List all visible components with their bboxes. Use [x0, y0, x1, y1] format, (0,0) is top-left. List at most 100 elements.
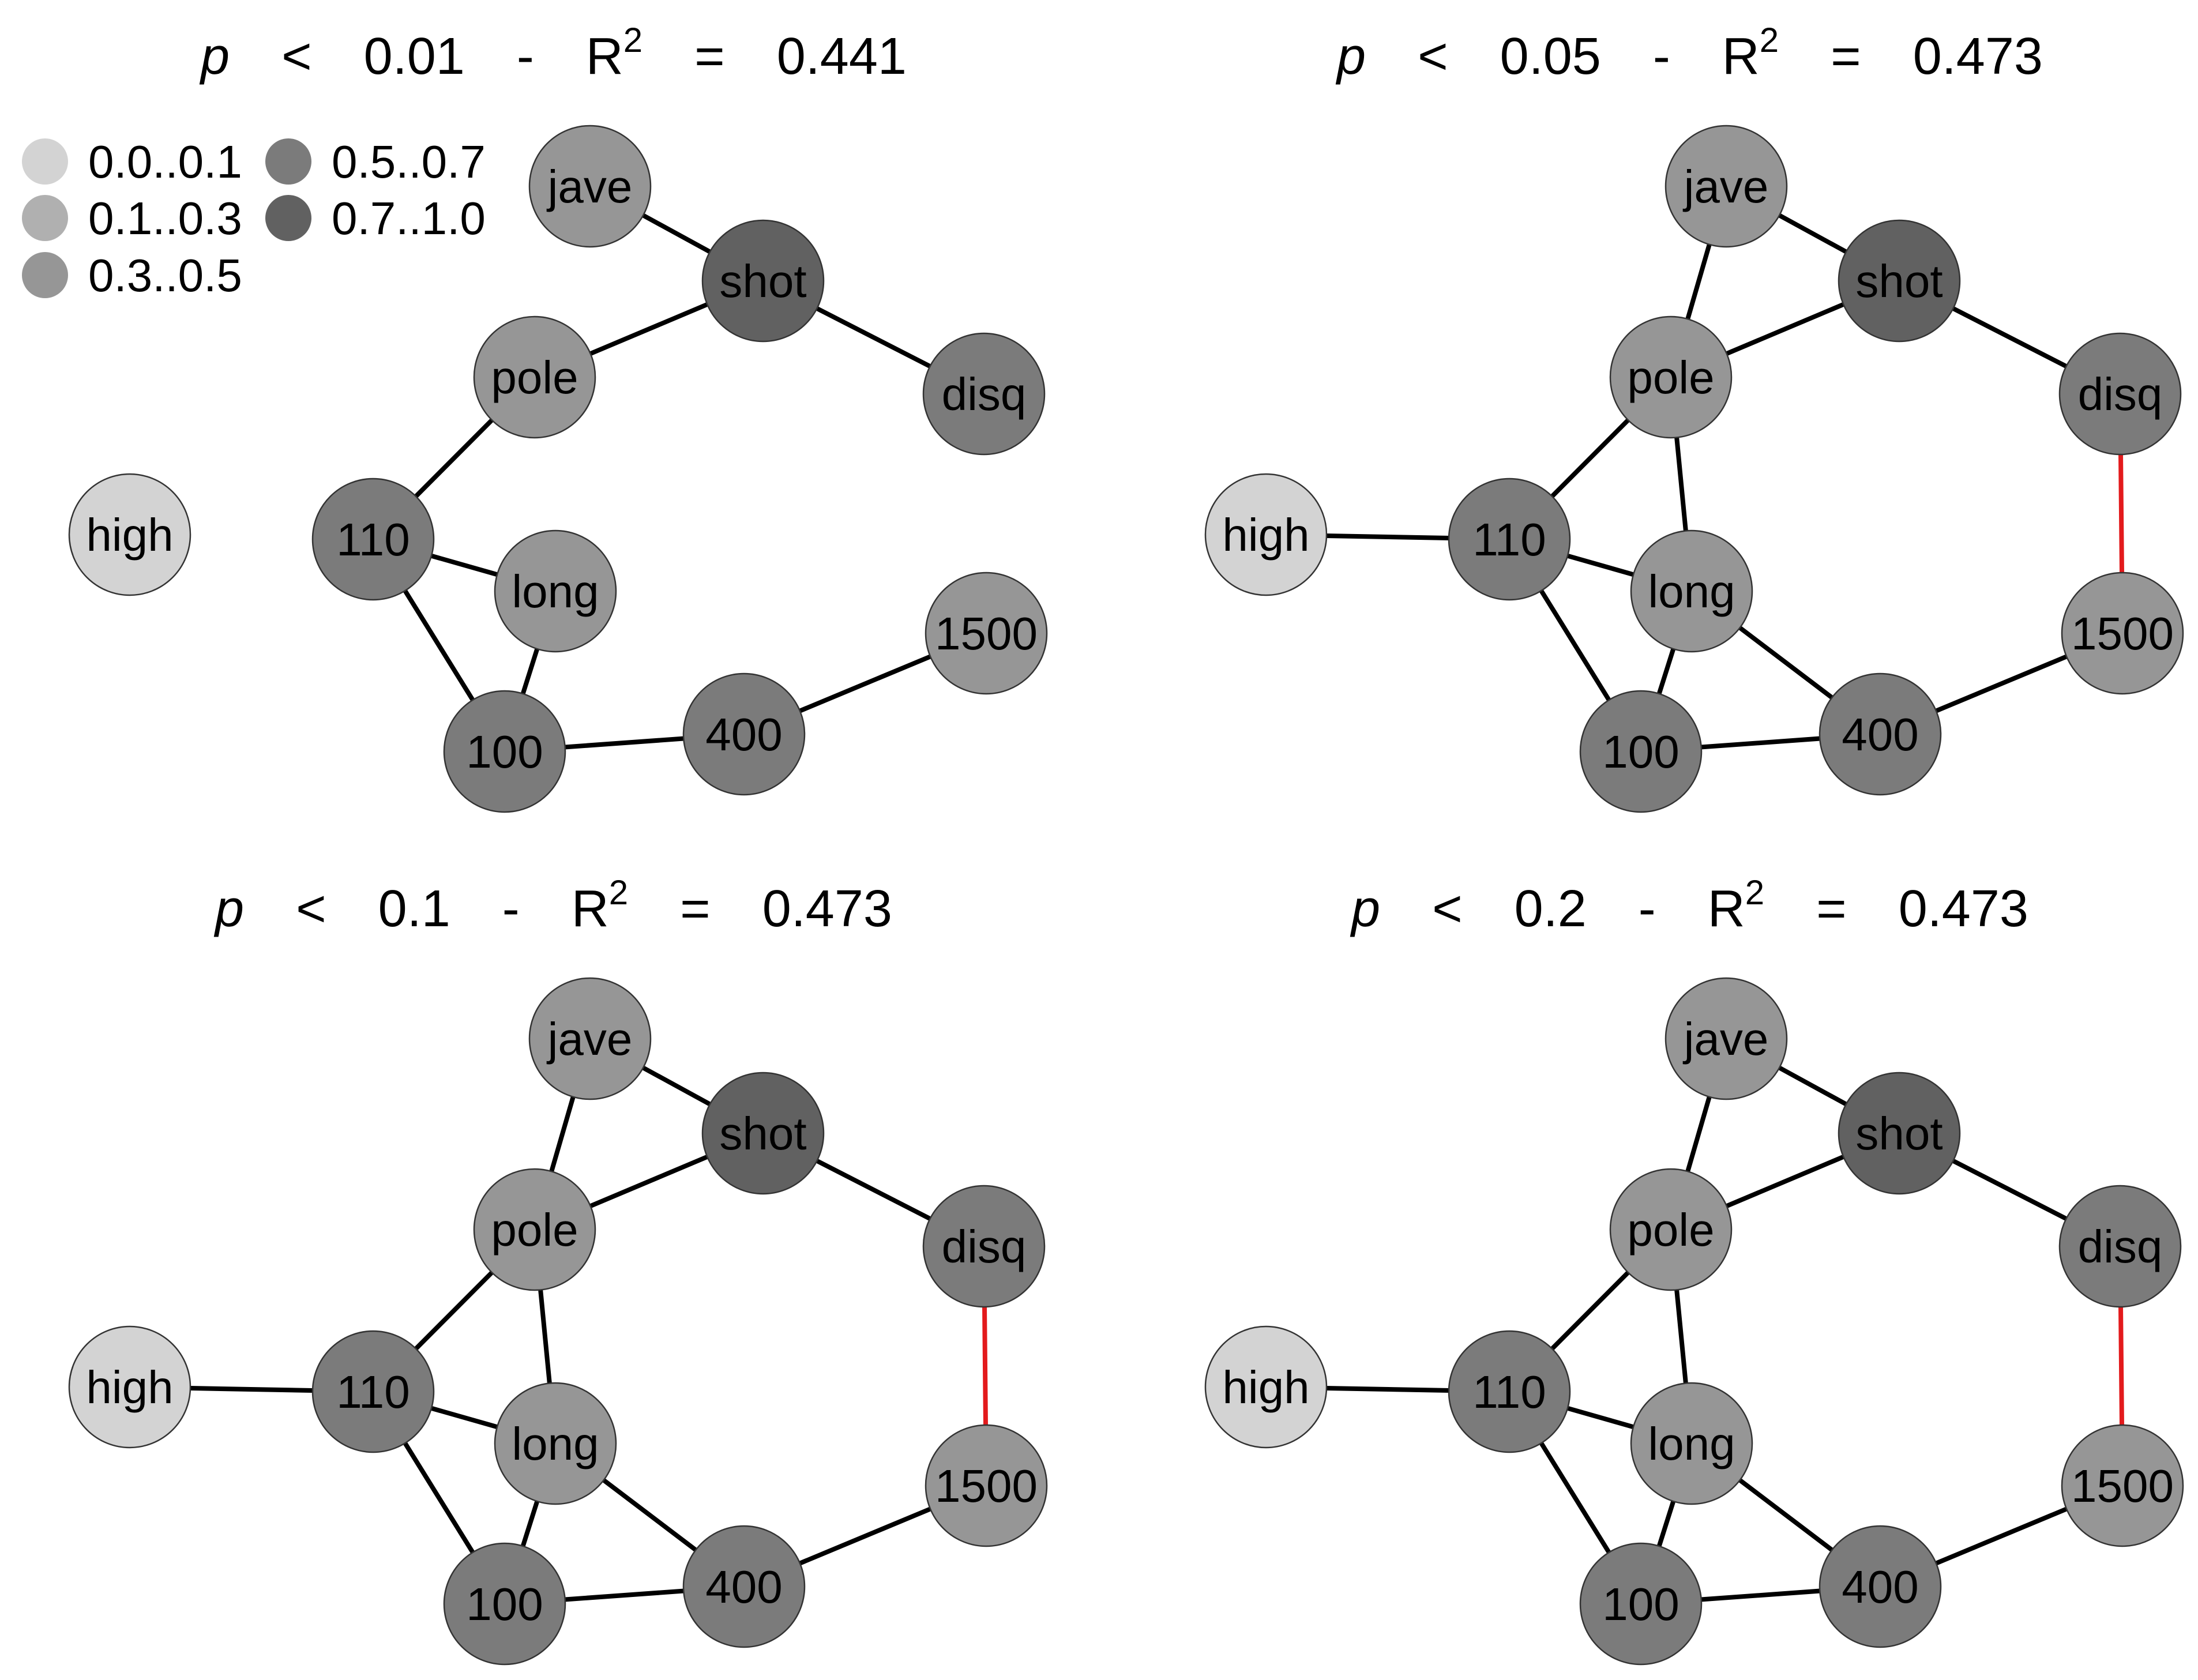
node-disq: disq: [2058, 332, 2182, 456]
title-r-symbol: R: [520, 880, 609, 938]
node-label: pole: [1627, 1204, 1714, 1256]
legend-label: 0.5..0.7: [332, 136, 486, 187]
title-separator: -: [1587, 880, 1656, 938]
node-pole: pole: [473, 315, 596, 439]
node-110: 110: [311, 1330, 435, 1453]
title-equals: =: [628, 880, 711, 938]
node-shot: shot: [1838, 219, 1961, 343]
node-label: high: [86, 1362, 173, 1413]
legend-label: 0.1..0.3: [88, 193, 242, 244]
node-label: jave: [1683, 1013, 1769, 1065]
node-circle: [701, 219, 825, 343]
node-circle: [922, 332, 1046, 456]
title-equals: =: [1779, 28, 1861, 85]
node-label: 1500: [2071, 1460, 2174, 1512]
node-label: disq: [942, 369, 1027, 420]
node-label: 100: [466, 1578, 543, 1630]
node-1500: 1500: [925, 572, 1048, 695]
network-panel: p < 0.2 - R2 = 0.473javeshotdisqpolehigh…: [1204, 873, 2184, 1666]
node-label: shot: [719, 1108, 806, 1159]
node-jave: jave: [1665, 977, 1788, 1100]
title-r2-value: 0.473: [1861, 28, 2043, 85]
node-label: pole: [1627, 352, 1714, 403]
node-110: 110: [1448, 478, 1571, 601]
node-circle: [1609, 1168, 1733, 1291]
node-long: long: [1630, 1382, 1753, 1505]
node-circle: [1579, 690, 1703, 813]
node-pole: pole: [473, 1168, 596, 1291]
panel-title: p < 0.05 - R2 = 0.473: [1335, 21, 2043, 85]
node-1500: 1500: [925, 1424, 1048, 1547]
node-100: 100: [443, 1542, 566, 1666]
node-high: high: [68, 473, 191, 596]
node-400: 400: [1818, 1525, 1942, 1648]
node-shot: shot: [701, 219, 825, 343]
panels: p < 0.01 - R2 = 0.441javeshotdisqpolehig…: [68, 21, 2184, 1666]
node-circle: [68, 473, 191, 596]
node-label: shot: [1855, 1108, 1942, 1159]
node-circle: [922, 1185, 1046, 1308]
node-circle: [494, 1382, 617, 1505]
node-label: high: [1222, 509, 1309, 561]
legend-item: 0.5..0.7: [265, 136, 486, 187]
legend-item: 0.7..1.0: [265, 193, 486, 244]
legend-item: 0.3..0.5: [22, 250, 242, 301]
node-label: high: [1222, 1362, 1309, 1413]
node-jave: jave: [528, 125, 652, 248]
node-100: 100: [443, 690, 566, 813]
title-p-symbol: p: [1335, 28, 1366, 85]
node-circle: [1838, 1072, 1961, 1195]
node-disq: disq: [922, 1185, 1046, 1308]
node-circle: [925, 572, 1048, 695]
node-label: long: [512, 1418, 599, 1469]
node-long: long: [494, 1382, 617, 1505]
node-label: jave: [547, 1013, 633, 1065]
node-circle: [925, 1424, 1048, 1547]
network-panel: p < 0.01 - R2 = 0.441javeshotdisqpolehig…: [68, 21, 1048, 813]
node-label: 400: [1842, 1561, 1918, 1613]
node-label: high: [86, 509, 173, 561]
title-p-symbol: p: [1350, 880, 1380, 938]
node-label: 1500: [2071, 608, 2174, 659]
node-label: 1500: [935, 608, 1038, 659]
node-circle: [528, 125, 652, 248]
node-label: 110: [336, 514, 410, 565]
node-100: 100: [1579, 1542, 1703, 1666]
title-r-symbol: R: [1670, 28, 1760, 85]
title-r2-value: 0.441: [725, 28, 907, 85]
legend-label: 0.3..0.5: [88, 250, 242, 301]
title-threshold: 0.05: [1448, 28, 1601, 85]
node-circle: [1204, 1325, 1328, 1449]
node-label: 110: [1472, 514, 1546, 565]
title-operator: <: [244, 880, 326, 938]
node-label: disq: [942, 1221, 1027, 1272]
node-circle: [1818, 672, 1942, 796]
legend: 0.0..0.10.1..0.30.3..0.50.5..0.70.7..1.0: [22, 136, 486, 301]
node-long: long: [1630, 529, 1753, 653]
panel-title: p < 0.2 - R2 = 0.473: [1350, 873, 2028, 938]
title-r-symbol: R: [1656, 880, 1745, 938]
node-circle: [1630, 1382, 1753, 1505]
node-circle: [528, 977, 652, 1100]
node-shot: shot: [1838, 1072, 1961, 1195]
node-circle: [473, 315, 596, 439]
node-label: jave: [1683, 161, 1769, 212]
node-label: 100: [1602, 726, 1679, 777]
node-disq: disq: [922, 332, 1046, 456]
title-equals: =: [1764, 880, 1847, 938]
title-superscript: 2: [609, 873, 628, 912]
node-circle: [2058, 332, 2182, 456]
node-high: high: [68, 1325, 191, 1449]
node-label: pole: [491, 352, 578, 403]
node-label: 100: [466, 726, 543, 777]
title-separator: -: [450, 880, 520, 938]
node-label: 100: [1602, 1578, 1679, 1630]
node-400: 400: [682, 672, 806, 796]
node-circle: [311, 1330, 435, 1453]
node-circle: [682, 1525, 806, 1648]
title-separator: -: [465, 28, 534, 85]
node-circle: [1838, 219, 1961, 343]
